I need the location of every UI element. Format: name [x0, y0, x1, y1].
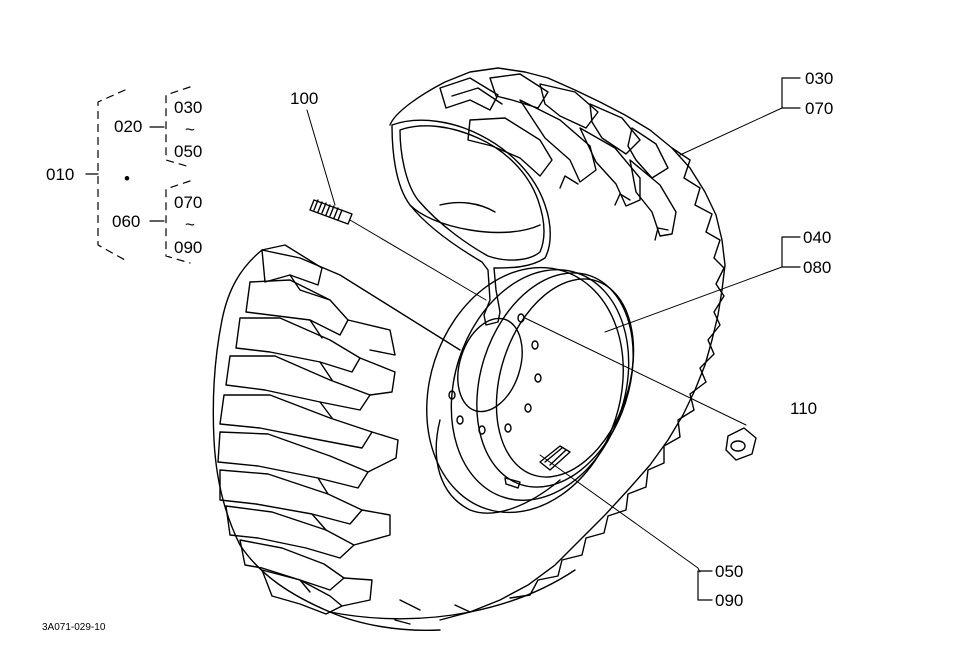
- bracket-groups: [85, 86, 191, 264]
- group-020-tilde: ~: [185, 120, 195, 139]
- leader-lines: [306, 107, 796, 573]
- callout-brackets: [697, 77, 801, 601]
- drawing-code: 3A071-029-10: [42, 622, 106, 633]
- part-label-060: 060: [112, 212, 141, 231]
- tire-back-tread: [389, 67, 726, 621]
- callout-rim-040: 040: [803, 228, 832, 247]
- tire-front-tread: [212, 244, 576, 632]
- callout-tire-070: 070: [805, 99, 834, 118]
- callout-plate-090: 090: [715, 591, 744, 610]
- part-label-100: 100: [290, 89, 319, 108]
- part-label-110: 110: [790, 399, 818, 418]
- wheel-nut: [725, 427, 757, 461]
- group-060-to: 090: [174, 238, 203, 257]
- group-020-from: 030: [174, 98, 203, 117]
- group-060-tilde: ~: [185, 215, 195, 234]
- tire-bead-opening: [391, 119, 551, 326]
- callout-rim-080: 080: [803, 258, 832, 277]
- wheel-rim: [426, 266, 635, 514]
- callout-plate-050: 050: [715, 562, 744, 581]
- part-label-020: 020: [114, 117, 143, 136]
- group-060-from: 070: [174, 193, 203, 212]
- callout-tire-030: 030: [805, 69, 834, 88]
- stud-bolt: [309, 199, 353, 225]
- group-020-to: 050: [174, 142, 203, 161]
- group-dot: •: [124, 169, 130, 188]
- part-label-010: 010: [46, 165, 75, 184]
